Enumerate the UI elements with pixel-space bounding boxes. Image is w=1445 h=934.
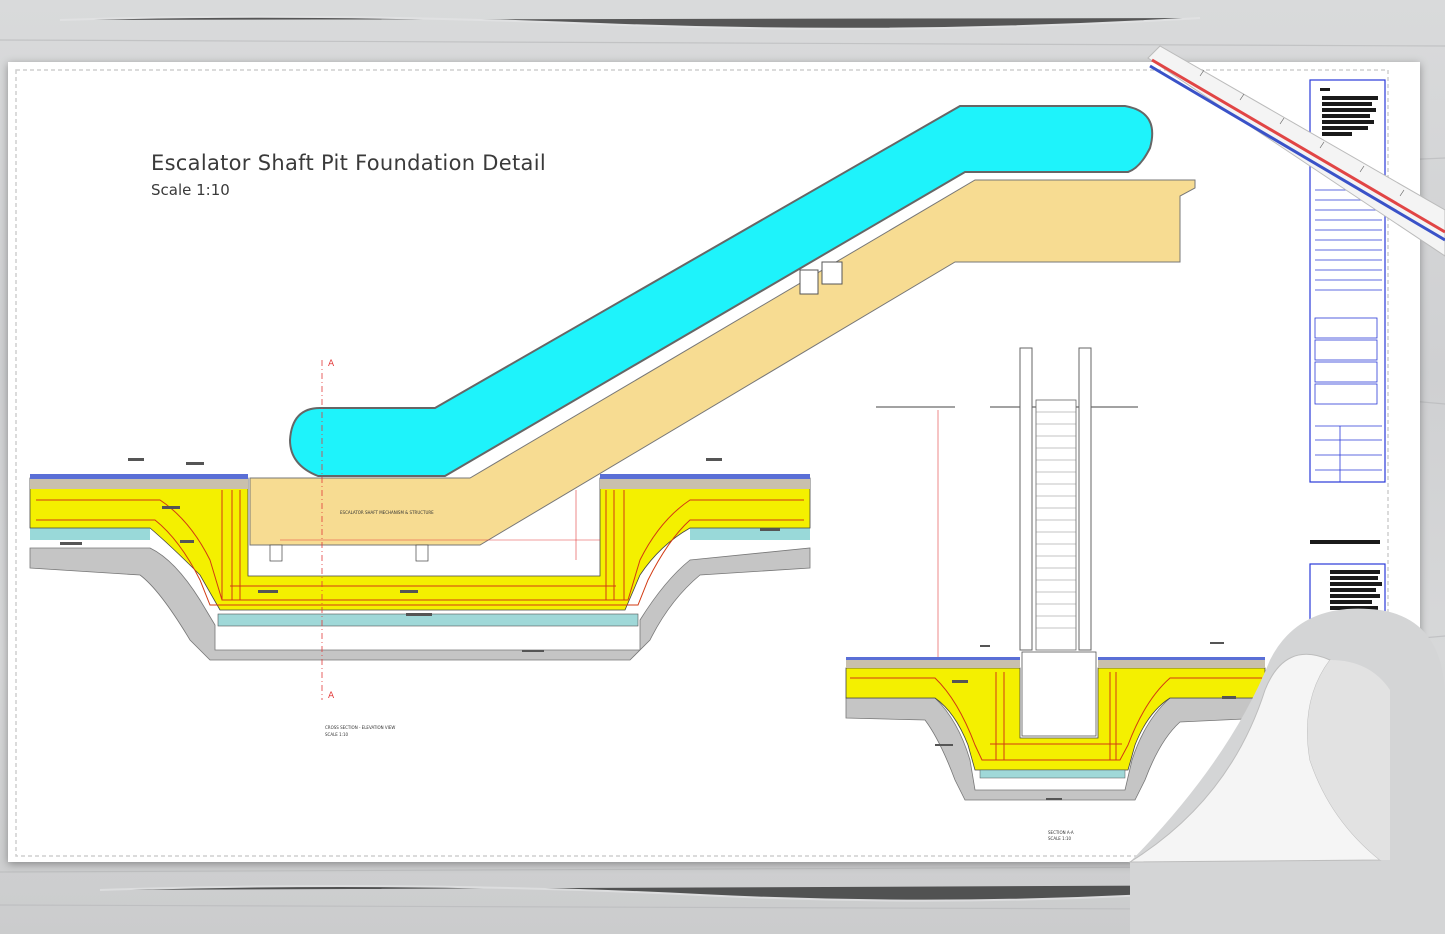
svg-text:CROSS SECTION - ELEVATION VIEW: CROSS SECTION - ELEVATION VIEW	[325, 725, 395, 730]
blueprint-sheet	[8, 62, 1420, 862]
gravel-subbase	[29, 547, 811, 661]
drawing-scale: Scale 1:10	[151, 181, 230, 199]
scale-ruler	[1147, 45, 1445, 257]
section-mark-bottom: A	[328, 691, 335, 701]
pit-concrete-slab	[29, 477, 811, 611]
svg-text:SCALE 1:10: SCALE 1:10	[325, 732, 349, 737]
svg-text:SECTION A-A: SECTION A-A	[1048, 830, 1074, 835]
curled-page-corner	[1128, 608, 1445, 934]
svg-text:SCALE 1:10: SCALE 1:10	[1048, 836, 1072, 841]
section-mark-top: A	[328, 359, 335, 369]
escalator-steps	[1036, 411, 1076, 629]
long-section-view: ESCALATOR SHAFT MECHANISM & STRUCTURE A …	[29, 105, 1196, 737]
sheet-border	[15, 69, 1389, 857]
drive-mechanism-detail	[799, 261, 843, 295]
cross-section-view: SECTION A-A SCALE 1:10	[845, 347, 1266, 841]
escalator-truss	[249, 179, 1196, 546]
svg-text:ESCALATOR SHAFT MECHANISM & ST: ESCALATOR SHAFT MECHANISM & STRUCTURE	[340, 510, 434, 515]
drawing-title: Escalator Shaft Pit Foundation Detail	[151, 151, 546, 175]
escalator-handrail	[288, 105, 1154, 477]
